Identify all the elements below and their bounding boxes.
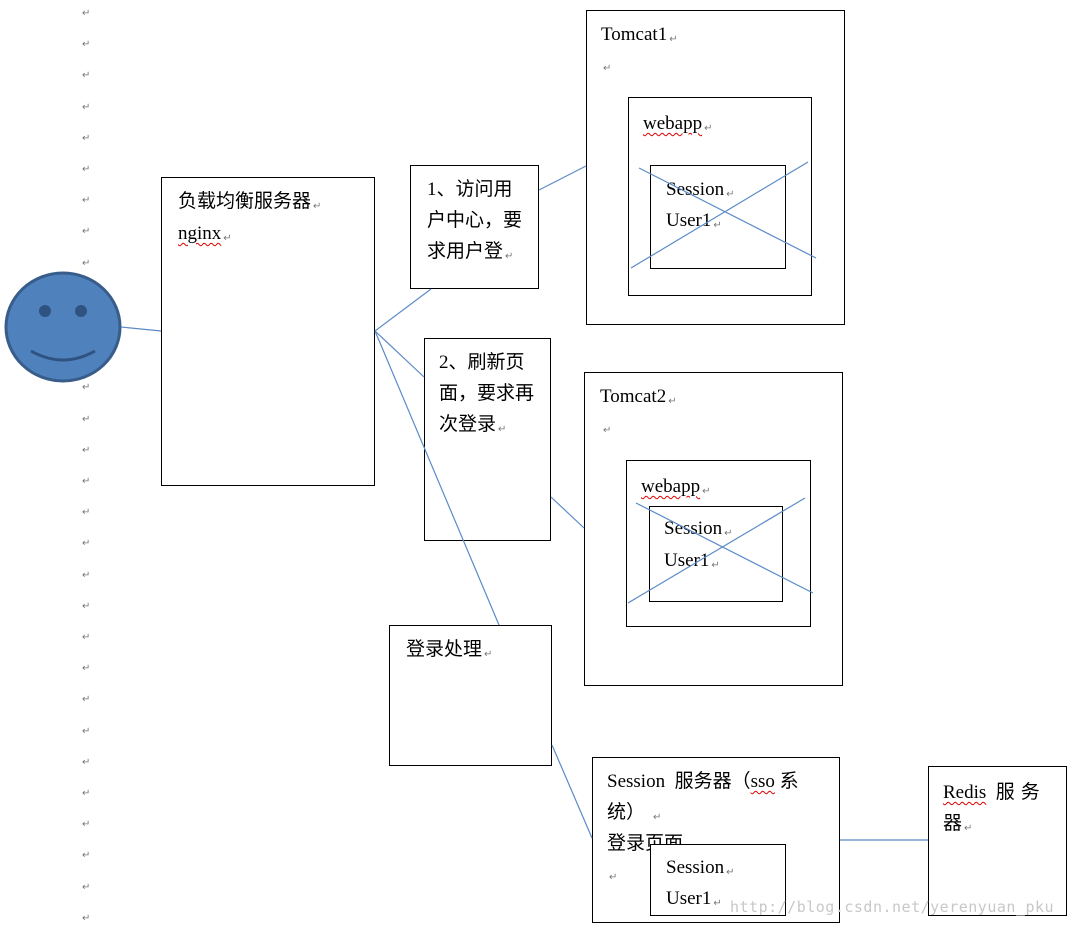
margin-return-mark: ↵ (82, 850, 91, 862)
lb-to-step2-line (374, 330, 425, 378)
paragraph-marks-column: ↵↵↵↵↵↵↵↵↵↵↵↵↵↵↵↵↵↵↵↵↵↵↵↵↵↵↵↵↵↵ (80, 0, 94, 929)
margin-return-mark: ↵ (82, 195, 91, 207)
lb-to-step1-line (374, 288, 432, 332)
margin-return-mark: ↵ (82, 600, 91, 612)
tomcat2-session-label: Session (664, 518, 723, 539)
step2-box: 2、刷新页 面，要求再 次登录↵ (424, 338, 551, 541)
margin-return-mark: ↵ (82, 788, 91, 799)
tomcat1-user-label: User1 (666, 210, 712, 231)
margin-return-mark: ↵ (82, 8, 91, 19)
session-server-sso: sso (750, 771, 775, 792)
step1-box: 1、访问用 户中心，要 求用户登↵ (410, 165, 539, 289)
margin-return-mark: ↵ (82, 632, 91, 643)
margin-return-mark: ↵ (82, 756, 91, 768)
tomcat1-title: Tomcat1 (601, 24, 668, 45)
login-process-box: 登录处理↵ (389, 625, 552, 766)
session-server-session-box: Session↵ User1↵ (650, 844, 786, 916)
margin-return-mark: ↵ (82, 226, 91, 238)
session-server-title-line2: 统） (607, 802, 646, 823)
margin-return-mark: ↵ (82, 725, 91, 737)
margin-return-mark: ↵ (82, 819, 91, 831)
step1-line-3: 求用户登 (427, 241, 504, 262)
step2-line-3: 次登录 (439, 414, 497, 435)
session-server-title-part1: Session (607, 771, 666, 792)
redis-label-part2: 器 (943, 813, 963, 834)
margin-return-mark: ↵ (82, 132, 91, 144)
tomcat2-session-box: Session↵ User1↵ (649, 506, 783, 602)
margin-return-mark: ↵ (82, 538, 91, 550)
margin-return-mark: ↵ (82, 694, 91, 706)
session-server-title-part3: 系 (779, 771, 799, 792)
margin-return-mark: ↵ (82, 39, 91, 51)
margin-return-mark: ↵ (82, 164, 91, 175)
watermark-text: http://blog.csdn.net/yerenyuan_pku (730, 898, 1055, 916)
login-process-label: 登录处理 (406, 639, 483, 660)
session-server-session-label: Session (666, 857, 725, 878)
return-mark: ↵ (609, 872, 618, 883)
tomcat1-webapp-label: webapp (643, 113, 703, 134)
margin-return-mark: ↵ (82, 444, 91, 456)
tomcat2-webapp-label: webapp (641, 476, 701, 497)
margin-return-mark: ↵ (82, 413, 91, 425)
margin-return-mark: ↵ (82, 912, 91, 924)
step1-line-1: 1、访问用 (427, 179, 513, 200)
step1-line-2: 户中心，要 (427, 210, 523, 231)
margin-return-mark: ↵ (82, 663, 91, 675)
redis-name: Redis (943, 782, 987, 803)
load-balancer-name: nginx (178, 223, 222, 244)
tomcat1-webapp-box: webapp↵ Session↵ User1↵ (628, 97, 812, 296)
margin-return-mark: ↵ (82, 101, 91, 113)
session-server-box: Session 服务器（sso 系 统）↵ 登录页面↵ ↵ Session↵ U… (592, 757, 840, 923)
load-balancer-box: 负载均衡服务器↵ nginx↵ (161, 177, 375, 486)
margin-return-mark: ↵ (82, 257, 91, 269)
tomcat1-session-label: Session (666, 179, 725, 200)
step2-to-tomcat2-line (550, 496, 585, 529)
load-balancer-title: 负载均衡服务器 (178, 191, 312, 212)
return-mark: ↵ (603, 63, 612, 74)
step2-line-1: 2、刷新页 (439, 352, 525, 373)
user-to-lb-line (120, 326, 162, 332)
tomcat1-session-box: Session↵ User1↵ (650, 165, 786, 269)
session-server-title-part2: 服务器（ (674, 771, 751, 792)
return-mark: ↵ (603, 425, 612, 436)
tomcat2-user-label: User1 (664, 550, 710, 571)
redis-server-box: Redis 服务 器↵ (928, 766, 1067, 916)
login-to-session-server-line (551, 744, 593, 839)
step1-to-tomcat1-line (538, 165, 587, 191)
margin-return-mark: ↵ (82, 569, 91, 581)
step2-line-2: 面，要求再 (439, 383, 535, 404)
margin-return-mark: ↵ (82, 382, 91, 394)
tomcat1-box: Tomcat1↵ ↵ webapp↵ Session↵ User1↵ (586, 10, 845, 325)
user-smiley-icon (4, 271, 122, 383)
session-server-user-label: User1 (666, 888, 712, 909)
margin-return-mark: ↵ (82, 70, 91, 82)
tomcat2-box: Tomcat2↵ ↵ webapp↵ Session↵ User1↵ (584, 372, 843, 686)
tomcat2-title: Tomcat2 (600, 386, 667, 407)
redis-label-part1: 服务 (995, 782, 1046, 803)
margin-return-mark: ↵ (82, 881, 91, 893)
margin-return-mark: ↵ (82, 507, 91, 519)
margin-return-mark: ↵ (82, 476, 91, 487)
tomcat2-webapp-box: webapp↵ Session↵ User1↵ (626, 460, 811, 627)
